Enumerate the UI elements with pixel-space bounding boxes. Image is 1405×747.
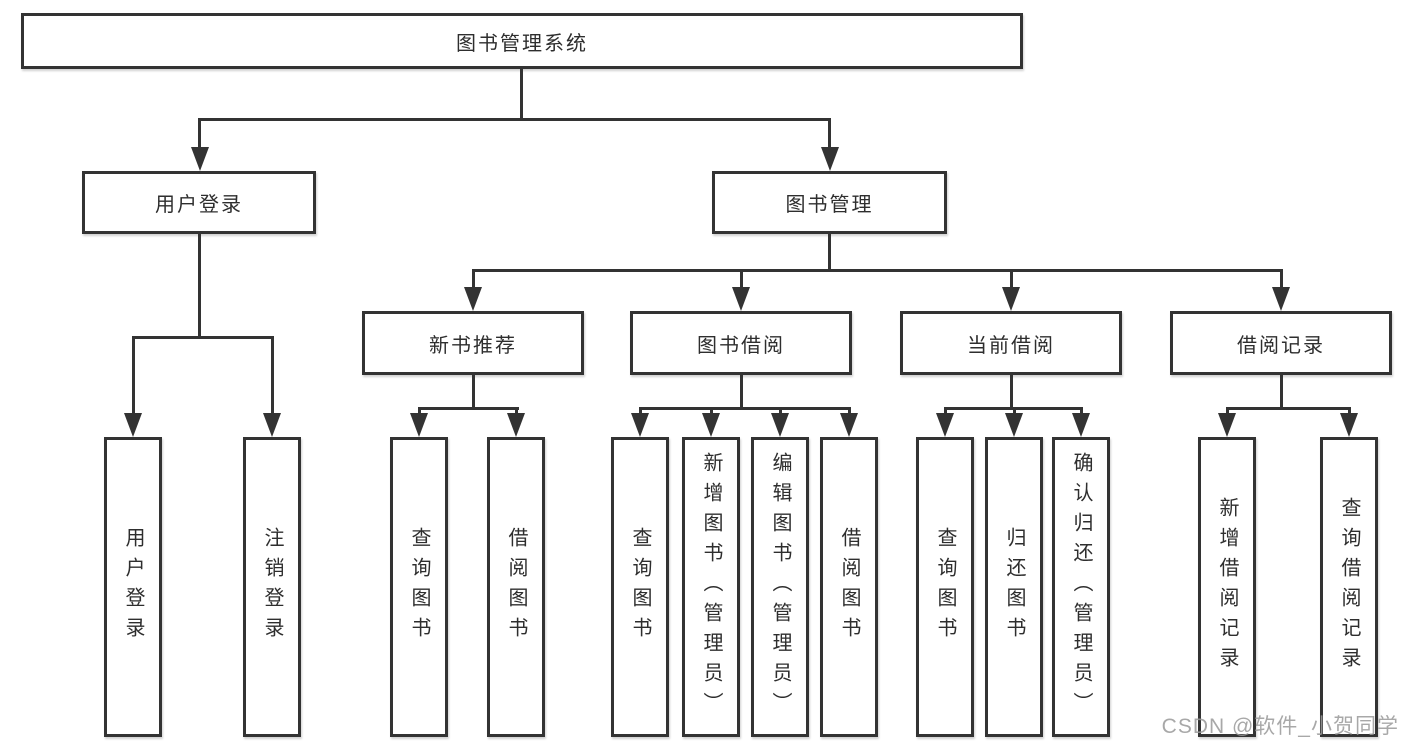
arrow-down-icon [1002, 287, 1020, 311]
node-label: 查询图书 [934, 527, 956, 647]
arrow-down-icon [631, 413, 649, 437]
connector-vline [1010, 269, 1013, 290]
connector-vline [198, 234, 201, 339]
connector-vline [515, 407, 518, 416]
connector-hline [418, 407, 519, 410]
arrow-down-icon [1272, 287, 1290, 311]
node-root-library-system: 图书管理系统 [21, 13, 1023, 69]
arrow-down-icon [936, 413, 954, 437]
connector-vline [1010, 375, 1013, 410]
connector-vline [740, 269, 743, 290]
node-new-book-recommend: 新书推荐 [362, 311, 584, 375]
connector-vline [828, 234, 831, 272]
connector-vline [828, 118, 831, 150]
node-label: 图书借阅 [697, 334, 785, 357]
node-label: 借阅图书 [838, 527, 860, 647]
node-user-login: 用户登录 [82, 171, 316, 234]
node-label: 新书推荐 [429, 334, 517, 357]
connector-vline [1226, 407, 1229, 416]
leaf-records-add-record: 新增借阅记录 [1198, 437, 1256, 737]
arrow-down-icon [702, 413, 720, 437]
node-label: 注销登录 [261, 527, 283, 647]
connector-vline [740, 375, 743, 410]
connector-vline [472, 269, 475, 290]
arrow-down-icon [821, 147, 839, 171]
arrow-down-icon [840, 413, 858, 437]
arrow-down-icon [1218, 413, 1236, 437]
connector-vline [848, 407, 851, 416]
leaf-logout: 注销登录 [243, 437, 301, 737]
leaf-recommend-borrow-books: 借阅图书 [487, 437, 545, 737]
node-label: 归还图书 [1003, 527, 1025, 647]
connector-vline [520, 68, 523, 121]
arrow-down-icon [732, 287, 750, 311]
leaf-user-login: 用户登录 [104, 437, 162, 737]
connector-vline [1348, 407, 1351, 416]
connector-vline [1280, 375, 1283, 410]
csdn-watermark: CSDN @软件_小贺同学 [1161, 715, 1399, 738]
leaf-current-query-books: 查询图书 [916, 437, 974, 737]
connector-hline [132, 336, 274, 339]
arrow-down-icon [1072, 413, 1090, 437]
connector-hline [639, 407, 851, 410]
node-borrow-records: 借阅记录 [1170, 311, 1392, 375]
connector-vline [639, 407, 642, 416]
node-label: 用户登录 [122, 527, 144, 647]
connector-vline [198, 118, 201, 150]
arrow-down-icon [410, 413, 428, 437]
leaf-records-query-record: 查询借阅记录 [1320, 437, 1378, 737]
connector-vline [271, 336, 274, 416]
node-label: 图书管理系统 [456, 32, 588, 55]
connector-vline [418, 407, 421, 416]
connector-vline [132, 336, 135, 416]
arrow-down-icon [1005, 413, 1023, 437]
connector-hline [472, 269, 1283, 272]
leaf-borrowing-query-books: 查询图书 [611, 437, 669, 737]
arrow-down-icon [464, 287, 482, 311]
node-label: 查询借阅记录 [1338, 497, 1360, 677]
arrow-down-icon [771, 413, 789, 437]
arrow-down-icon [124, 413, 142, 437]
node-label: 当前借阅 [967, 334, 1055, 357]
node-book-management: 图书管理 [712, 171, 947, 234]
node-label: 借阅记录 [1237, 334, 1325, 357]
connector-vline [1080, 407, 1083, 416]
connector-vline [1013, 407, 1016, 416]
node-book-borrowing: 图书借阅 [630, 311, 852, 375]
connector-vline [944, 407, 947, 416]
connector-hline [1226, 407, 1351, 410]
arrow-down-icon [191, 147, 209, 171]
node-label: 编辑图书（管理员） [769, 452, 791, 722]
connector-vline [710, 407, 713, 416]
node-label: 借阅图书 [505, 527, 527, 647]
connector-vline [1280, 269, 1283, 290]
node-label: 查询图书 [629, 527, 651, 647]
arrow-down-icon [263, 413, 281, 437]
connector-hline [198, 118, 831, 121]
leaf-current-return-books: 归还图书 [985, 437, 1043, 737]
node-label: 图书管理 [785, 194, 874, 216]
leaf-borrowing-edit-books-admin: 编辑图书（管理员） [751, 437, 809, 737]
node-current-borrowing: 当前借阅 [900, 311, 1122, 375]
leaf-current-confirm-return-admin: 确认归还（管理员） [1052, 437, 1110, 737]
arrow-down-icon [507, 413, 525, 437]
node-label: 查询图书 [408, 527, 430, 647]
leaf-borrowing-add-books-admin: 新增图书（管理员） [682, 437, 740, 737]
connector-vline [472, 375, 475, 410]
node-label: 新增借阅记录 [1216, 497, 1238, 677]
node-label: 用户登录 [155, 194, 243, 216]
node-label: 新增图书（管理员） [700, 452, 722, 722]
arrow-down-icon [1340, 413, 1358, 437]
node-label: 确认归还（管理员） [1070, 452, 1092, 722]
leaf-recommend-query-books: 查询图书 [390, 437, 448, 737]
connector-vline [779, 407, 782, 416]
leaf-borrowing-borrow-books: 借阅图书 [820, 437, 878, 737]
